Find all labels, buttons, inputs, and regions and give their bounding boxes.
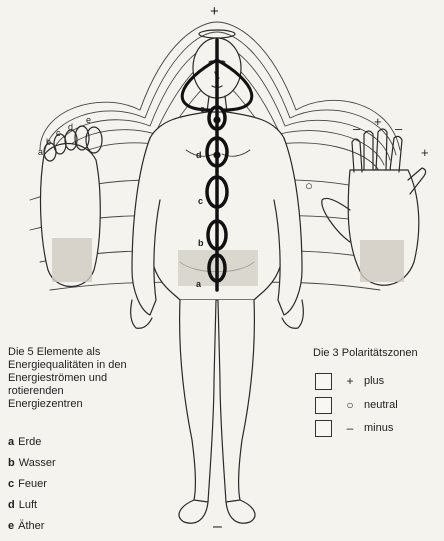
- element-key: c: [8, 478, 14, 490]
- element-item: a Erde: [8, 436, 56, 457]
- element-key: e: [8, 520, 14, 532]
- toe-label-d: d: [68, 122, 73, 132]
- toe-label-e: e: [86, 115, 91, 125]
- element-key: a: [8, 436, 14, 448]
- element-item: c Feuer: [8, 478, 56, 499]
- element-item: d Luft: [8, 499, 56, 520]
- element-item: e Äther: [8, 520, 56, 541]
- left-leg: [180, 300, 216, 502]
- foot-sole-diagram: [41, 126, 102, 287]
- chakra-label-b: b: [198, 238, 204, 248]
- circle-symbol: ○: [342, 398, 358, 412]
- crown-disc: [199, 30, 235, 38]
- palm-neutral-symbol: ○: [305, 178, 313, 193]
- hand-minus-1: –: [353, 121, 360, 136]
- plus-symbol: +: [342, 374, 358, 388]
- right-leg: [218, 300, 254, 502]
- right-foot: [226, 500, 255, 523]
- chakra-label-e: e: [200, 104, 205, 114]
- element-name: Erde: [18, 436, 41, 448]
- polarity-zone-minus: – minus: [315, 420, 393, 436]
- bottom-minus-symbol: –: [213, 518, 222, 536]
- element-item: b Wasser: [8, 457, 56, 478]
- chakra-label-c: c: [198, 196, 203, 206]
- element-name: Äther: [18, 520, 44, 532]
- element-name: Luft: [19, 499, 37, 511]
- elements-legend: a Erde b Wasser c Feuer d Luft e Äther: [8, 436, 56, 541]
- zone-label: neutral: [364, 399, 398, 411]
- polarity-zone-plus: + plus: [315, 373, 384, 389]
- minus-symbol: –: [342, 421, 358, 435]
- zone-label: minus: [364, 422, 393, 434]
- zone-swatch: [315, 397, 332, 414]
- element-key: d: [8, 499, 15, 511]
- zone-label: plus: [364, 375, 384, 387]
- element-name: Feuer: [18, 478, 47, 490]
- chakra-label-d: d: [196, 150, 202, 160]
- elements-caption: Die 5 Elemente als Energiequalitäten in …: [8, 346, 128, 411]
- hand-palm-diagram: [322, 129, 426, 285]
- chakra-label-a: a: [196, 279, 201, 289]
- toe-label-b: b: [46, 137, 51, 147]
- left-foot: [179, 500, 208, 523]
- toe-label-c: c: [56, 128, 61, 138]
- polarity-zone-neutral: ○ neutral: [315, 397, 398, 413]
- element-name: Wasser: [19, 457, 56, 469]
- hand-minus-2: –: [395, 121, 402, 136]
- toe-label-a: a: [38, 147, 43, 157]
- zone-swatch: [315, 420, 332, 437]
- zone-swatch: [315, 373, 332, 390]
- element-key: b: [8, 457, 15, 469]
- hand-plus-2: +: [421, 145, 429, 160]
- polarity-title: Die 3 Polaritätszonen: [313, 347, 418, 360]
- top-plus-symbol: +: [210, 3, 219, 20]
- hand-plus-1: +: [374, 114, 382, 129]
